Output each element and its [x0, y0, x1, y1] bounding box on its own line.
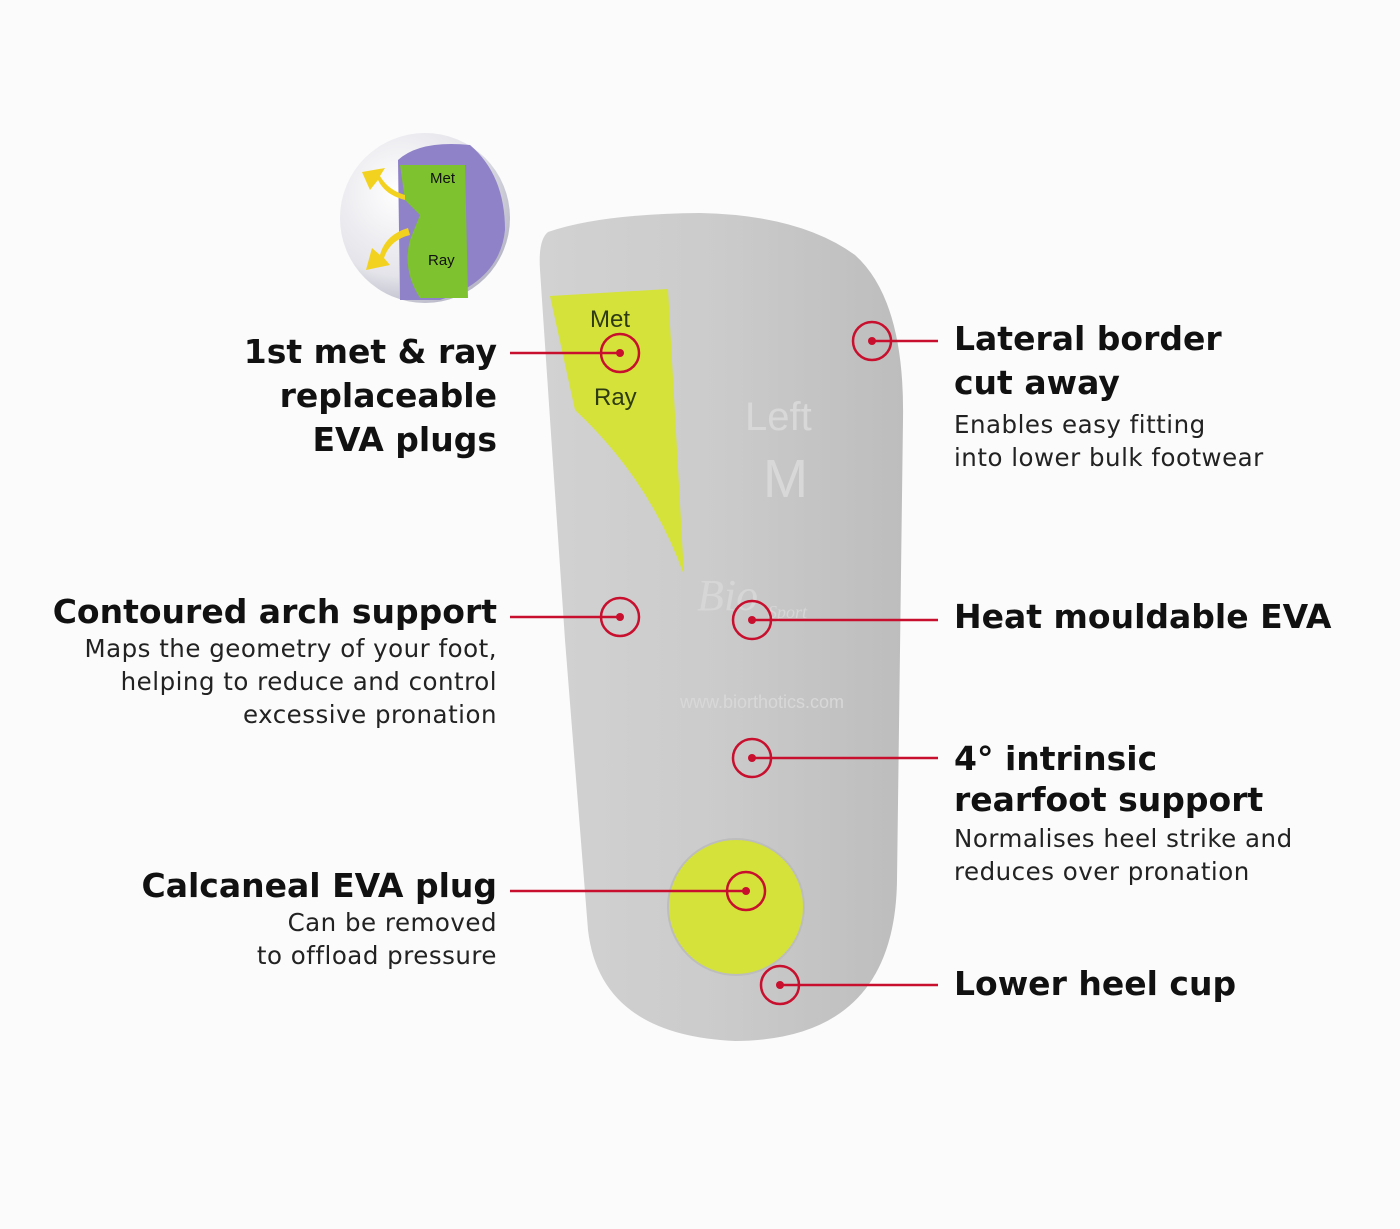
- desc-line: helping to reduce and control: [120, 667, 497, 696]
- desc-line: reduces over pronation: [954, 857, 1250, 886]
- title-line: 4° intrinsic: [954, 739, 1158, 778]
- inset-ray-label: Ray: [428, 252, 455, 269]
- embossed-model: Sport: [768, 602, 808, 622]
- title-line: EVA plugs: [312, 420, 497, 459]
- rearfoot-desc: Normalises heel strike and reduces over …: [954, 822, 1293, 888]
- arrow-down-icon: [366, 228, 410, 270]
- heel-cup-title: Lower heel cup: [954, 964, 1237, 1003]
- title-line: Lateral border: [954, 319, 1222, 358]
- arrow-up-icon: [362, 168, 405, 200]
- embossed-size: M: [763, 449, 808, 509]
- arch-desc: Maps the geometry of your foot, helping …: [84, 632, 497, 731]
- rearfoot-title: 4° intrinsic rearfoot support: [954, 738, 1263, 820]
- desc-line: Can be removed: [287, 908, 497, 937]
- title-line: replaceable: [279, 376, 497, 415]
- desc-line: Maps the geometry of your foot,: [84, 634, 497, 663]
- calcaneal-title: Calcaneal EVA plug: [141, 866, 498, 905]
- plug-inset-bubble: Met Ray: [340, 133, 510, 303]
- lateral-title: Lateral border cut away: [954, 317, 1222, 405]
- heat-title: Heat mouldable EVA: [954, 597, 1332, 636]
- arch-title: Contoured arch support: [52, 592, 497, 631]
- met-ray-title: 1st met & ray replaceable EVA plugs: [244, 330, 497, 462]
- title-line: 1st met & ray: [243, 332, 497, 371]
- plug-met-label: Met: [590, 306, 630, 333]
- desc-line: excessive pronation: [243, 700, 497, 729]
- desc-line: into lower bulk footwear: [954, 443, 1264, 472]
- title-line: cut away: [954, 363, 1120, 402]
- desc-line: to offload pressure: [256, 941, 497, 970]
- callout-dots: [616, 337, 876, 989]
- inset-met-label: Met: [430, 170, 456, 187]
- met-ray-plug: [550, 289, 684, 575]
- embossed-left: Left: [745, 395, 812, 439]
- lateral-desc: Enables easy fitting into lower bulk foo…: [954, 408, 1264, 474]
- desc-line: Normalises heel strike and: [954, 824, 1293, 853]
- title-line: rearfoot support: [954, 780, 1264, 819]
- callout-lines: [510, 320, 938, 1006]
- calcaneal-desc: Can be removed to offload pressure: [257, 906, 497, 972]
- plug-ray-label: Ray: [594, 384, 637, 411]
- embossed-brand: Bio: [697, 571, 758, 620]
- embossed-url: www.biorthotics.com: [679, 692, 844, 712]
- desc-line: Enables easy fitting: [954, 410, 1206, 439]
